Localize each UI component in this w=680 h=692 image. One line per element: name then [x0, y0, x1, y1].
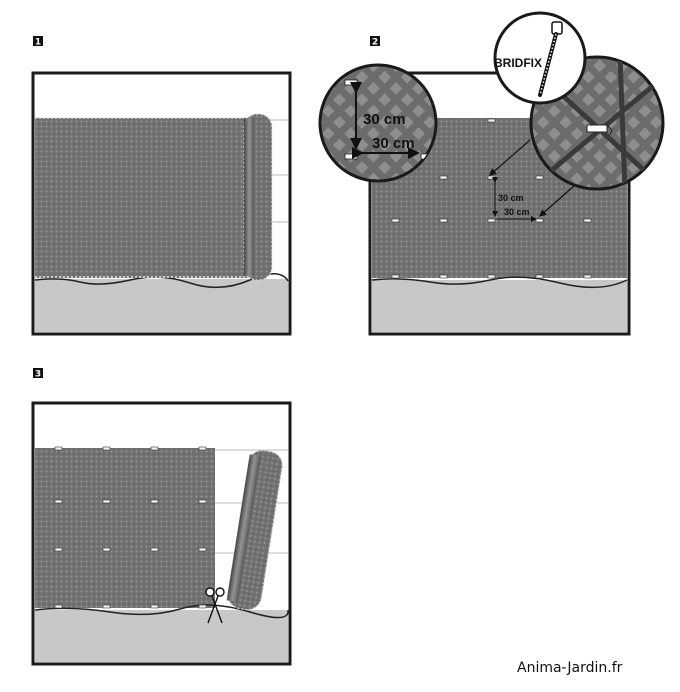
- step-2-panel: 2 30 cm 30 cm: [318, 11, 665, 336]
- step-2-badge: [370, 36, 380, 46]
- step-2-number: 2: [372, 38, 378, 48]
- tilted-screen-roll: [226, 449, 283, 611]
- tie-detail-magnifier: [529, 55, 665, 191]
- site-credit: Anima-Jardin.fr: [517, 660, 623, 676]
- cable-ties: [391, 118, 592, 279]
- callout-horizontal-label: 30 cm: [372, 135, 415, 152]
- ground: [372, 280, 627, 332]
- product-name: BRIDFIX: [494, 56, 542, 70]
- step-1-badge: [33, 36, 43, 46]
- horizontal-spacing-label: 30 cm: [504, 207, 530, 217]
- windbreak-screen: [35, 448, 215, 608]
- cable-ties: [54, 446, 207, 609]
- step-3-panel: 3: [31, 368, 292, 666]
- callout-vertical-label: 30 cm: [363, 111, 406, 128]
- bridfix-product-callout: BRIDFIX: [493, 11, 587, 105]
- windbreak-screen: [35, 118, 250, 278]
- step-3-badge: [33, 368, 43, 378]
- ground: [35, 610, 288, 662]
- step-3-number: 3: [35, 370, 41, 380]
- scissors-icon: [205, 587, 225, 624]
- spacing-detail-magnifier: 30 cm 30 cm: [318, 63, 438, 183]
- step-1-panel: 1: [31, 36, 292, 336]
- ground: [35, 279, 288, 332]
- vertical-spacing-label: 30 cm: [498, 193, 524, 203]
- cable-tie-icon: [538, 21, 563, 97]
- step-1-number: 1: [35, 38, 41, 48]
- tie-closeup: [586, 124, 608, 133]
